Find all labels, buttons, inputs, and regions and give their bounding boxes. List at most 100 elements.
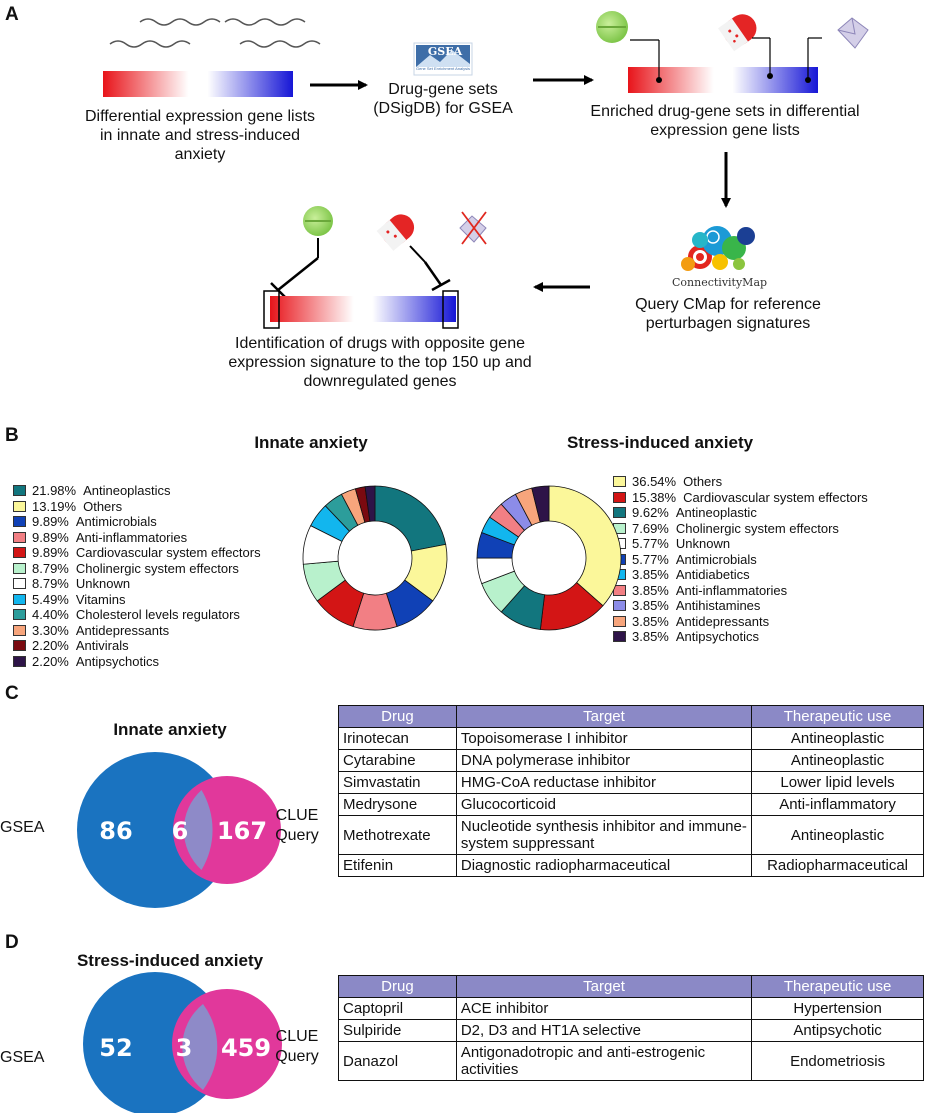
legend-percent: 5.77% <box>632 536 669 551</box>
overlap-count: 3 <box>176 1034 193 1062</box>
legend-percent: 7.69% <box>632 520 669 536</box>
legend-swatch <box>613 507 626 519</box>
clue-label: CLUE <box>275 1028 319 1045</box>
drug-cell: Danazol <box>338 1041 457 1081</box>
stress-venn-title: Stress-induced anxiety <box>76 951 264 970</box>
drug-cell: Cytarabine <box>338 749 457 772</box>
capsule-pill-icon <box>718 14 757 52</box>
legend-item: 21.98% Antineoplastics <box>13 483 261 499</box>
overlap-region <box>183 790 213 870</box>
panel-label-d: D <box>5 932 19 953</box>
query-label: Query <box>275 1048 319 1065</box>
legend-label: Others <box>83 498 123 514</box>
donut-slice <box>364 485 376 522</box>
identify-text: Identification of drugs with opposite ge… <box>228 335 532 390</box>
innate-venn-title: Innate anxiety <box>113 720 227 739</box>
legend-label: Cardiovascular system effectors <box>683 489 868 505</box>
legend-swatch <box>613 476 626 488</box>
legend-item: 3.85% Antidiabetics <box>613 567 868 583</box>
donut-slice <box>374 485 447 552</box>
crossed-crystal-icon <box>459 211 487 245</box>
legend-label: Vitamins <box>75 591 126 607</box>
expression-gradient-bar <box>103 71 293 97</box>
cmap-text: Query CMap for reference perturbagen sig… <box>635 296 821 332</box>
use-cell: Lower lipid levels <box>751 771 924 794</box>
legend-item: 4.40%Cholesterol levels regulators <box>13 607 261 623</box>
connectivity-map-logo <box>681 226 755 271</box>
use-cell: Anti-inflammatory <box>751 793 924 816</box>
legend-percent: 13.19% <box>32 498 77 514</box>
legend-item: 9.89% Antimicrobials <box>13 514 261 530</box>
stress-venn-diagram: 52 3 459 <box>83 972 282 1113</box>
cmap-logo-text: ConnectivityMap <box>672 276 768 289</box>
legend-label: Cholinergic system effectors <box>75 560 239 576</box>
legend-swatch <box>13 485 26 497</box>
legend-label: Antimicrobials <box>675 551 757 567</box>
legend-label: Antineoplastics <box>83 483 171 498</box>
legend-label: Cholinergic system effectors <box>675 520 839 536</box>
innate-donut-chart <box>302 485 448 631</box>
header-drug: Drug <box>338 975 457 998</box>
legend-label: Antidepressants <box>75 622 170 638</box>
crystal-icon <box>837 17 869 49</box>
header-target: Target <box>455 975 753 998</box>
legend-swatch <box>13 593 26 605</box>
legend-percent: 3.30% <box>32 622 69 638</box>
clue-count: 459 <box>221 1034 271 1062</box>
query-label: Query <box>275 827 319 844</box>
green-pill-icon <box>596 11 628 43</box>
legend-item: 8.79% Cholinergic system effectors <box>13 561 261 577</box>
clue-count: 167 <box>217 817 267 845</box>
drug-cell: Etifenin <box>338 854 457 877</box>
dna-strand-icon <box>109 18 321 48</box>
drug-cell: Captopril <box>338 997 457 1020</box>
legend-percent: 9.62% <box>632 505 669 520</box>
drug-cell: Sulpiride <box>338 1019 457 1042</box>
header-therapeutic-use: Therapeutic use <box>751 975 924 998</box>
legend-percent: 5.49% <box>32 591 69 607</box>
highlight-box <box>263 290 280 329</box>
legend-swatch <box>613 600 626 612</box>
legend-swatch <box>13 547 26 559</box>
legend-percent: 21.98% <box>32 483 77 498</box>
legend-swatch <box>613 631 626 643</box>
use-cell: Hypertension <box>751 997 924 1020</box>
legend-percent: 9.89% <box>32 514 69 529</box>
header-therapeutic-use: Therapeutic use <box>751 705 924 728</box>
legend-percent: 3.85% <box>632 582 669 598</box>
legend-label: Antidiabetics <box>675 567 750 582</box>
innate-venn-diagram: 86 6 167 <box>77 752 281 908</box>
drug-cell: Methotrexate <box>338 815 457 855</box>
legend-percent: 3.85% <box>632 567 669 582</box>
legend-item: 9.89%Anti-inflammatories <box>13 530 261 546</box>
target-cell: Antigonadotropic and anti-estrogenic act… <box>455 1041 753 1081</box>
innate-pie-title: Innate anxiety <box>254 433 368 452</box>
legend-percent: 8.79% <box>32 560 69 576</box>
gsea-count: 52 <box>99 1034 132 1062</box>
legend-label: Cholesterol levels regulators <box>75 607 240 622</box>
target-cell: DNA polymerase inhibitor <box>455 749 753 772</box>
legend-percent: 3.85% <box>632 598 669 613</box>
overlap-count: 6 <box>172 817 189 845</box>
legend-label: Antimicrobials <box>75 514 157 529</box>
legend-label: Antihistamines <box>675 598 761 613</box>
legend-item: 2.20%Antipsychotics <box>13 654 261 670</box>
clue-label: CLUE <box>275 807 319 824</box>
legend-item: 9.89%Cardiovascular system effectors <box>13 545 261 561</box>
legend-percent: 8.79% <box>32 576 69 591</box>
legend-swatch <box>13 655 26 667</box>
use-cell: Antineoplastic <box>751 727 924 750</box>
legend-swatch <box>13 640 26 652</box>
target-cell: ACE inhibitor <box>455 997 753 1020</box>
panel-label-a: A <box>5 4 19 25</box>
legend-percent: 5.77% <box>632 551 669 567</box>
legend-swatch <box>13 562 26 574</box>
